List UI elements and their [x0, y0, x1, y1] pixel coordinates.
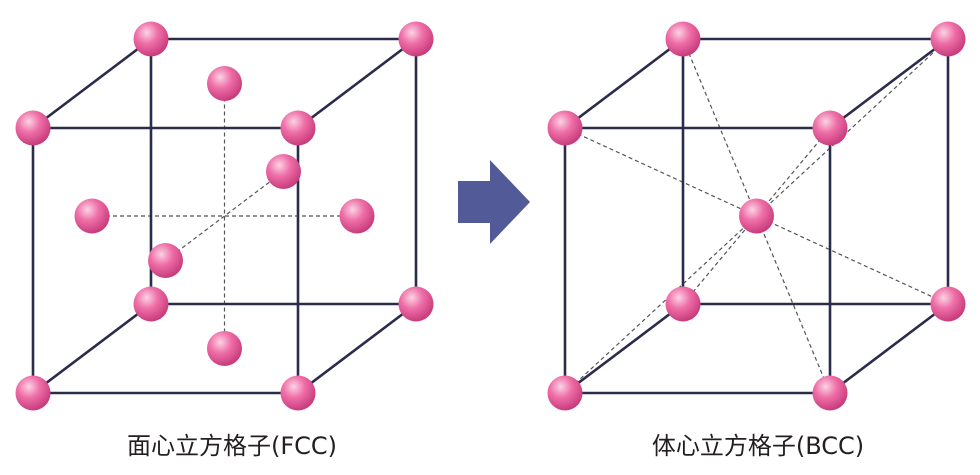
- fcc-dashed-depth: [165, 171, 284, 261]
- bcc-corner-atom: [812, 375, 848, 411]
- bcc-edge-11: [828, 302, 950, 395]
- bcc-atoms: [547, 21, 966, 411]
- fcc-cube-edges: [31, 37, 418, 395]
- bcc-cube-edges: [563, 37, 950, 395]
- fcc-corner-atom: [398, 286, 434, 322]
- bcc-caption: 体心立方格子(BCC): [651, 432, 865, 460]
- fcc-corner-atom: [280, 375, 316, 411]
- bcc-corner-atom: [547, 375, 583, 411]
- fcc-face-atom-top: [207, 66, 242, 101]
- right-arrow-icon: [458, 160, 530, 244]
- fcc-caption: 面心立方格子(FCC): [126, 432, 338, 460]
- fcc-atoms: [15, 21, 434, 411]
- bcc-corner-atom: [547, 110, 583, 146]
- fcc-face-atom-right: [339, 198, 375, 234]
- fcc-face-atom-bottom: [207, 331, 242, 366]
- bcc-edge-12: [563, 302, 685, 395]
- fcc-cube: [15, 21, 434, 411]
- bcc-corner-atom: [930, 286, 966, 322]
- fcc-edge-11: [296, 302, 418, 395]
- bcc-edge-9: [563, 37, 685, 130]
- bcc-corner-atom: [812, 110, 848, 146]
- bcc-corner-atom: [665, 21, 701, 57]
- fcc-edge-10: [296, 37, 418, 130]
- bcc-corner-atom: [930, 21, 966, 57]
- fcc-edge-12: [31, 302, 153, 395]
- bcc-edge-10: [828, 37, 950, 130]
- bcc-cube: [547, 21, 966, 411]
- fcc-dashed-lines: [92, 83, 357, 349]
- fcc-face-atom-front: [148, 243, 183, 278]
- fcc-face-atom-left: [74, 198, 110, 234]
- fcc-corner-atom: [280, 110, 316, 146]
- fcc-corner-atom: [15, 375, 51, 411]
- fcc-corner-atom: [133, 286, 169, 322]
- fcc-corner-atom: [133, 21, 169, 57]
- fcc-face-atom-back: [266, 154, 301, 189]
- fcc-edge-9: [31, 37, 153, 130]
- bcc-corner-atom: [665, 286, 701, 322]
- fcc-corner-atom: [398, 21, 434, 57]
- bcc-center-atom: [739, 198, 774, 234]
- fcc-corner-atom: [15, 110, 51, 146]
